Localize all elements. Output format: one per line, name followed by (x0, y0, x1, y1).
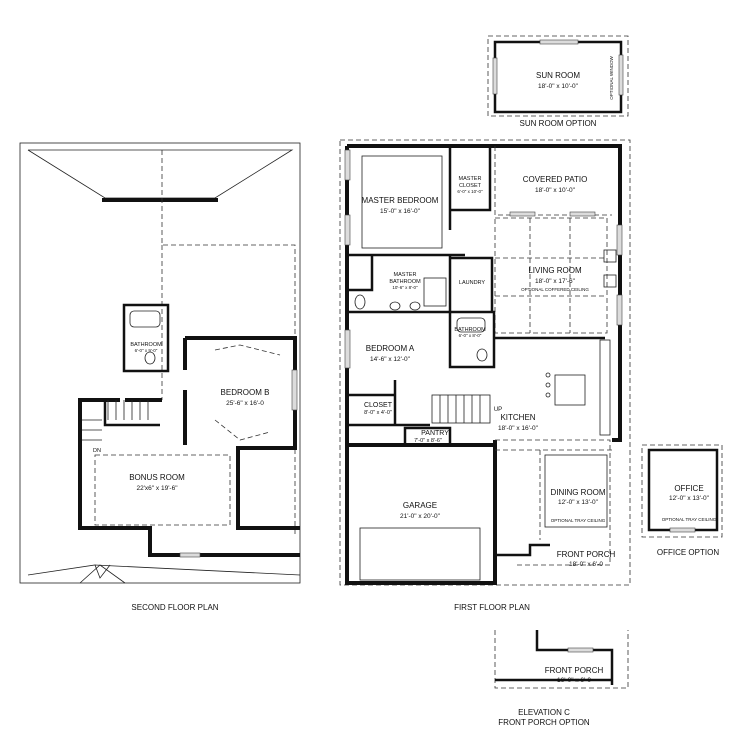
first-floor-caption: FIRST FLOOR PLAN (454, 603, 530, 612)
elevation-c-porch-name: FRONT PORCH (545, 666, 604, 675)
fireplace-bottom (603, 274, 617, 288)
bedroom-b-size: 25'-6" x 16'-0 (226, 400, 264, 407)
roof-outline (19, 142, 301, 584)
bedroom-a-name: BEDROOM A (366, 344, 415, 353)
master-closet-name1: MASTER (459, 176, 482, 182)
fireplace-top (603, 249, 617, 263)
living-room-name: LIVING ROOM (528, 266, 582, 275)
covered-patio-size: 18'-0" x 10'-0" (535, 187, 576, 194)
laundry-name: LAUNDRY (459, 280, 486, 286)
master-bathroom-name1: MASTER (394, 272, 417, 278)
second-floor-stair-label: DN (93, 448, 101, 454)
first-floor-bathroom-name: BATHROOM (454, 327, 486, 333)
bonus-room-size: 22'x6" x 19'-6" (136, 485, 178, 492)
closet-size: 8'-0" x 4'-0" (364, 410, 392, 416)
elevation-c-caption1: ELEVATION C (518, 708, 570, 717)
first-floor-bathroom-size: 6'-0" x 8'-0" (459, 333, 482, 338)
second-floor-plan: BATHROOM 6'-0" x 9'-0" BEDROOM B 25'-6" … (19, 142, 301, 612)
closet-name: CLOSET (364, 402, 393, 409)
sun-room-caption: SUN ROOM OPTION (520, 119, 597, 128)
pantry-name: PANTRY (421, 430, 449, 437)
first-floor-plan: MASTER BEDROOM 15'-0" x 16'-0" MASTER CL… (339, 139, 631, 612)
master-closet-name2: CLOSET (459, 183, 482, 189)
dining-room-note: OPTIONAL TRAY CEILING (551, 518, 606, 523)
pantry-size: 7'-0" x 8'-6" (414, 438, 442, 444)
first-floor-stairs (431, 394, 491, 424)
living-room-window (616, 224, 623, 256)
living-room-window-2 (616, 294, 623, 326)
second-floor-bathroom-name: BATHROOM (130, 342, 162, 348)
living-room-size: 18'-0" x 17'-6" (535, 278, 576, 285)
elevation-porch-window (567, 647, 594, 653)
garage-size: 21'-0" x 20'-0" (400, 513, 441, 520)
elevation-c-option: FRONT PORCH 16'-0" x 6'-0 ELEVATION C FR… (494, 630, 629, 727)
elevation-c-porch-size: 16'-0" x 6'-0 (557, 677, 591, 684)
sun-room-window-note: OPTIONAL WINDOW (609, 55, 614, 99)
covered-patio-window (509, 211, 536, 217)
second-floor-bathroom-size: 6'-0" x 9'-0" (135, 348, 158, 353)
sun-room-size: 18'-0" x 10'-0" (538, 83, 579, 90)
bedroom-b-name: BEDROOM B (221, 388, 270, 397)
kitchen-size: 18'-0" x 16'-0" (498, 425, 539, 432)
sun-room-window-left (492, 57, 498, 95)
sun-room-window-right (618, 54, 624, 96)
office-note: OPTIONAL TRAY CEILING (662, 517, 717, 522)
bedroom-a-window (344, 329, 351, 369)
office-caption: OFFICE OPTION (657, 548, 719, 557)
covered-patio-name: COVERED PATIO (523, 175, 588, 184)
kitchen-island (554, 374, 586, 406)
kitchen-name: KITCHEN (500, 413, 535, 422)
covered-patio-window-2 (569, 211, 596, 217)
garage-name: GARAGE (403, 501, 437, 510)
dining-room-size: 12'-0" x 13'-0" (558, 499, 599, 506)
front-porch-name: FRONT PORCH (557, 550, 616, 559)
bonus-room-stairs (82, 400, 149, 441)
office-size: 12'-0" x 13'-0" (669, 495, 710, 502)
master-bathroom-name2: BATHROOM (389, 279, 421, 285)
master-closet-size: 6'-0" x 10'-0" (457, 189, 483, 194)
elevation-c-caption2: FRONT PORCH OPTION (498, 718, 590, 727)
dining-room-name: DINING ROOM (550, 488, 605, 497)
bonus-room-name: BONUS ROOM (129, 473, 185, 482)
master-bedroom-name: MASTER BEDROOM (362, 196, 439, 205)
front-porch-size: 18'-0" x 6'-0 (569, 561, 603, 568)
master-bedroom-size: 15'-0" x 16'-0" (380, 208, 421, 215)
bedroom-a-size: 14'-6" x 12'-0" (370, 356, 411, 363)
living-room-note: OPTIONAL COFFERED CEILING (521, 287, 589, 292)
bedroom-b-window (291, 369, 298, 411)
garage-door (359, 527, 481, 581)
master-bedroom-window (344, 149, 351, 181)
office-window (669, 527, 696, 533)
sun-room-name: SUN ROOM (536, 71, 580, 80)
office-name: OFFICE (674, 484, 703, 493)
sun-room-option: SUN ROOM 18'-0" x 10'-0" OPTIONAL WINDOW… (487, 35, 629, 128)
sun-room-window-top (539, 39, 579, 45)
first-floor-stair-label: UP (494, 407, 502, 413)
master-bedroom-window-2 (344, 214, 351, 246)
bonus-room-window (179, 552, 201, 558)
master-bathroom-size: 10'-6" x 8'-0" (392, 285, 418, 290)
office-option: OFFICE 12'-0" x 13'-0" OPTIONAL TRAY CEI… (641, 444, 723, 557)
second-floor-caption: SECOND FLOOR PLAN (131, 603, 218, 612)
